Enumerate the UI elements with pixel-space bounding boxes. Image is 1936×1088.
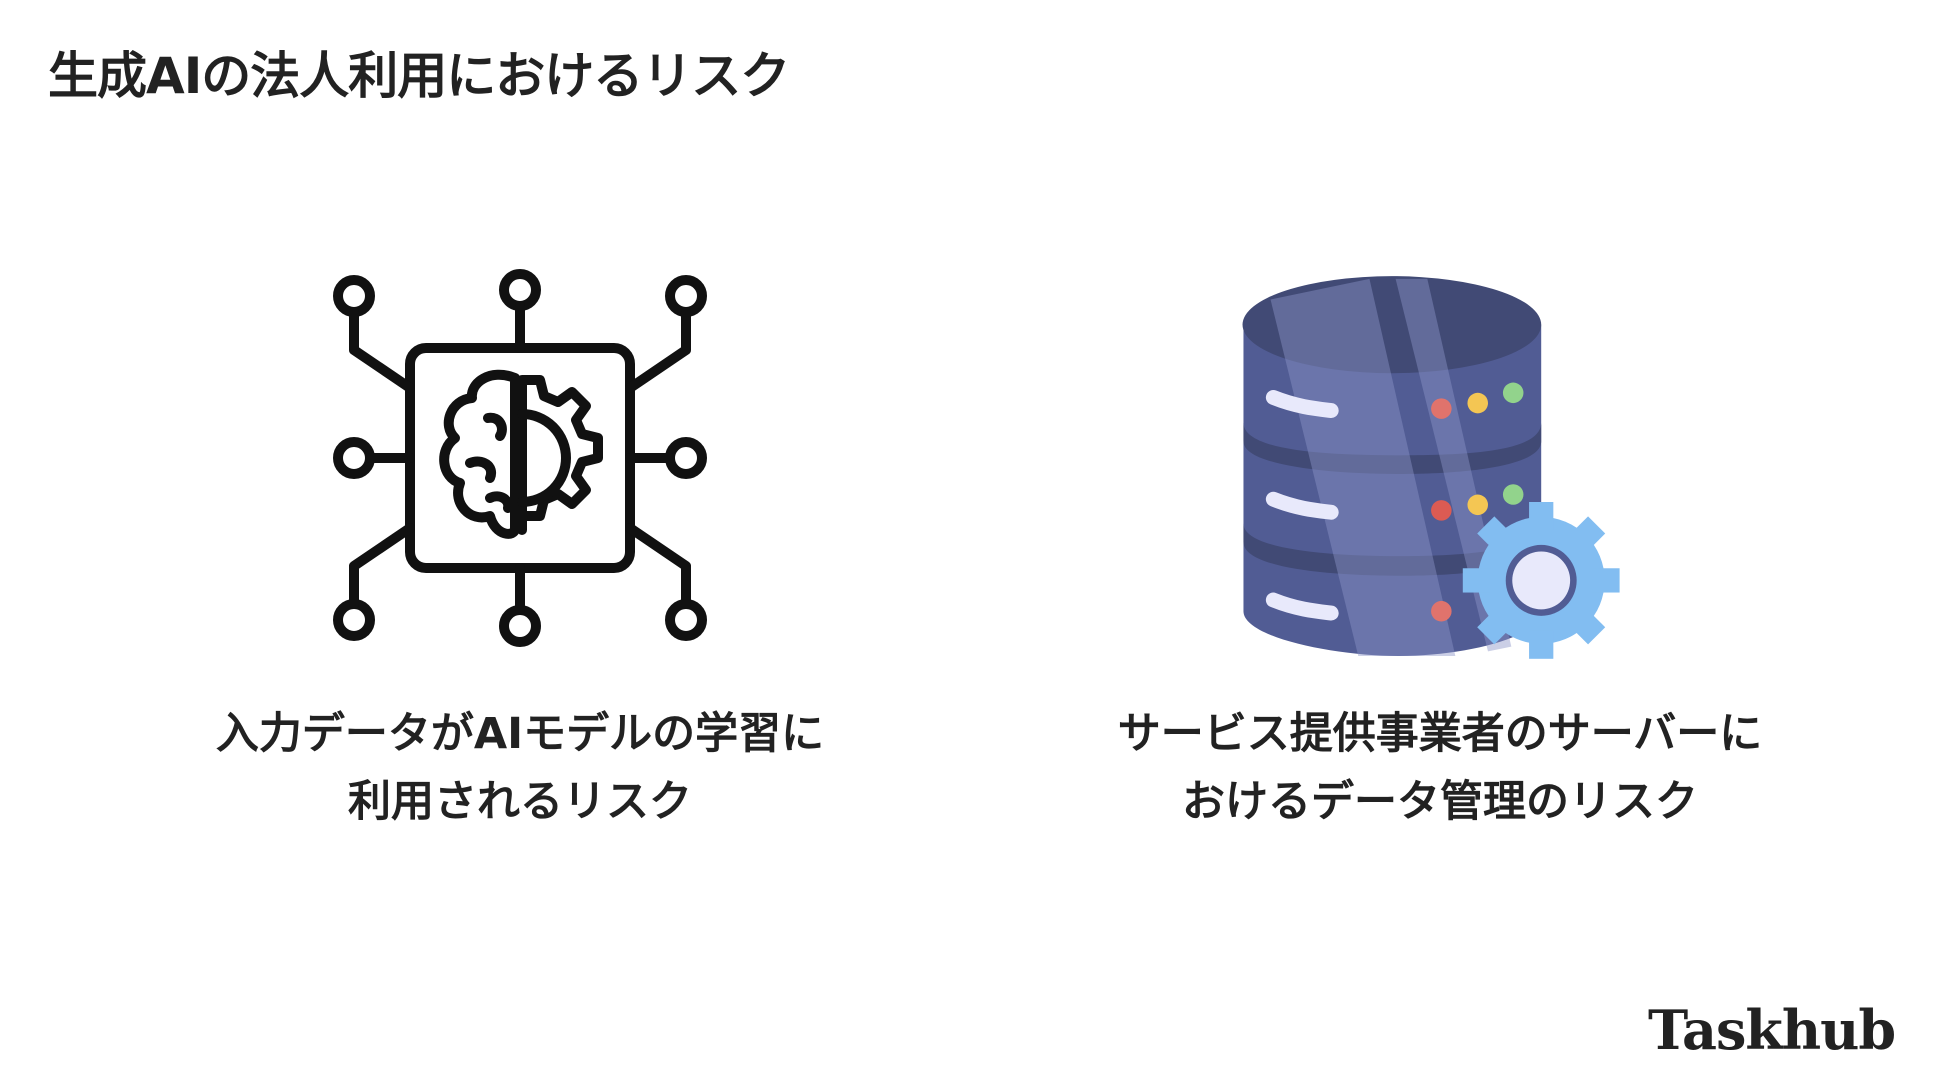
caption-line: おけるデータ管理のリスク <box>1182 777 1698 827</box>
caption-line: 入力データがAIモデルの学習に <box>215 709 825 759</box>
caption-line: サービス提供事業者のサーバーに <box>1117 709 1763 759</box>
taskhub-logo: Taskhub <box>1648 998 1896 1062</box>
ai-brain-circuit-icon <box>333 269 707 647</box>
page-title: 生成AIの法人利用におけるリスク <box>48 47 790 105</box>
database-gear-icon <box>1242 276 1620 659</box>
caption-training-risk: 入力データがAIモデルの学習に 利用されるリスク <box>120 700 920 836</box>
caption-line: 利用されるリスク <box>348 777 692 827</box>
caption-server-risk: サービス提供事業者のサーバーに おけるデータ管理のリスク <box>1040 700 1840 836</box>
